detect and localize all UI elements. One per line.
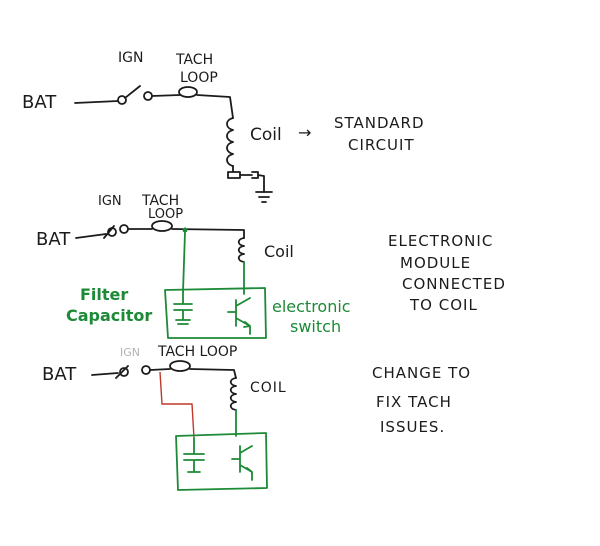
- circuit3-coil-icon: [229, 377, 237, 411]
- electronic-switch-label-line1: electronic: [272, 297, 351, 316]
- electronic-switch-label-line2: switch: [290, 317, 341, 336]
- circuit1-wire-to-coil: [196, 94, 234, 119]
- circuit1-ign-switch-blade: [124, 85, 141, 99]
- circuit3-ign-contact-a: [119, 367, 129, 377]
- circuit2-feed-to-capacitor: [182, 231, 186, 293]
- circuit2-ign-contact-b: [119, 224, 129, 234]
- electronic-module-circuit: BAT IGN TACH LOOP Coil Filter Capacitor …: [36, 193, 506, 339]
- circuit2-note-electronic: ELECTRONIC: [388, 232, 493, 250]
- fix-tach-circuit: BAT IGN TACH LOOP COIL CHANGE TO FIX TAC…: [42, 344, 471, 491]
- circuit2-coil-label: Coil: [264, 242, 294, 261]
- circuit1-bat-label: BAT: [22, 92, 57, 113]
- circuit1-note-standard: STANDARD: [334, 114, 425, 132]
- circuit2-tach-label: TACH: [141, 193, 179, 209]
- circuit1-coil-label: Coil: [250, 125, 282, 145]
- circuit3-bat-wire: [91, 372, 119, 376]
- circuit1-ign-contact-b: [143, 91, 153, 101]
- circuit2-wire-to-coil: [171, 228, 245, 239]
- circuit1-loop-label: LOOP: [180, 70, 218, 86]
- circuit2-coil-icon: [237, 237, 245, 263]
- circuit3-note-fix-tach: FIX TACH: [376, 393, 452, 411]
- filter-capacitor-label-line2: Capacitor: [66, 306, 152, 325]
- circuit3-bat-label: BAT: [42, 364, 77, 385]
- circuit3-tach-loop-icon: [169, 360, 191, 372]
- circuit2-bat-wire: [75, 233, 107, 239]
- circuit2-bat-label: BAT: [36, 229, 71, 250]
- circuit3-coil-label: COIL: [250, 380, 287, 396]
- circuit1-ground-icon: [255, 191, 273, 203]
- circuit1-arrow: →: [298, 123, 311, 142]
- circuit2-ign-switch-blade: [103, 225, 115, 239]
- circuit1-coil-icon: [226, 117, 234, 167]
- circuit2-loop-label: LOOP: [148, 207, 183, 222]
- circuit3-note-issues: ISSUES.: [380, 418, 445, 436]
- electronic-switch-transistor-icon: [227, 297, 251, 335]
- circuit3-ign-contact-b: [141, 365, 151, 375]
- circuit2-note-module: MODULE: [400, 254, 471, 272]
- circuit3-relocated-feed-wire: [159, 371, 195, 439]
- circuit1-tach-loop-icon: [178, 86, 198, 98]
- circuit2-ign-label: IGN: [98, 194, 122, 209]
- circuit1-ign-label: IGN: [118, 50, 143, 66]
- circuit2-tach-loop-icon: [151, 220, 173, 232]
- circuit1-note-circuit: CIRCUIT: [348, 136, 415, 154]
- circuit1-wire-to-tach: [151, 94, 181, 97]
- circuit3-switch-transistor-icon: [231, 445, 253, 481]
- electronic-module-box: [164, 287, 267, 339]
- filter-capacitor-icon: [173, 291, 193, 325]
- circuit3-ign-label: IGN: [120, 346, 140, 359]
- circuit3-capacitor-icon: [183, 437, 205, 473]
- circuit3-wire-to-coil: [189, 368, 237, 379]
- circuit2-junction-dot: [182, 227, 188, 233]
- circuit1-ign-contact-a: [117, 95, 127, 105]
- circuit3-note-change-to: CHANGE TO: [372, 364, 471, 382]
- circuit2-note-to-coil: TO COIL: [409, 296, 478, 314]
- circuit3-ign-switch-blade: [115, 365, 129, 379]
- circuit2-note-connected: CONNECTED: [402, 275, 506, 293]
- standard-circuit: BAT IGN TACH LOOP Coil → STANDARD CIRCUI…: [22, 50, 425, 203]
- circuit3-wire-to-tach: [149, 368, 171, 371]
- circuit1-tach-label: TACH: [175, 52, 213, 68]
- circuit3-module-box: [175, 432, 268, 491]
- filter-capacitor-label-line1: Filter: [80, 285, 128, 304]
- circuit3-tach-label: TACH LOOP: [157, 344, 237, 360]
- circuit1-points-icon: [227, 165, 265, 193]
- circuit1-bat-wire: [74, 100, 119, 104]
